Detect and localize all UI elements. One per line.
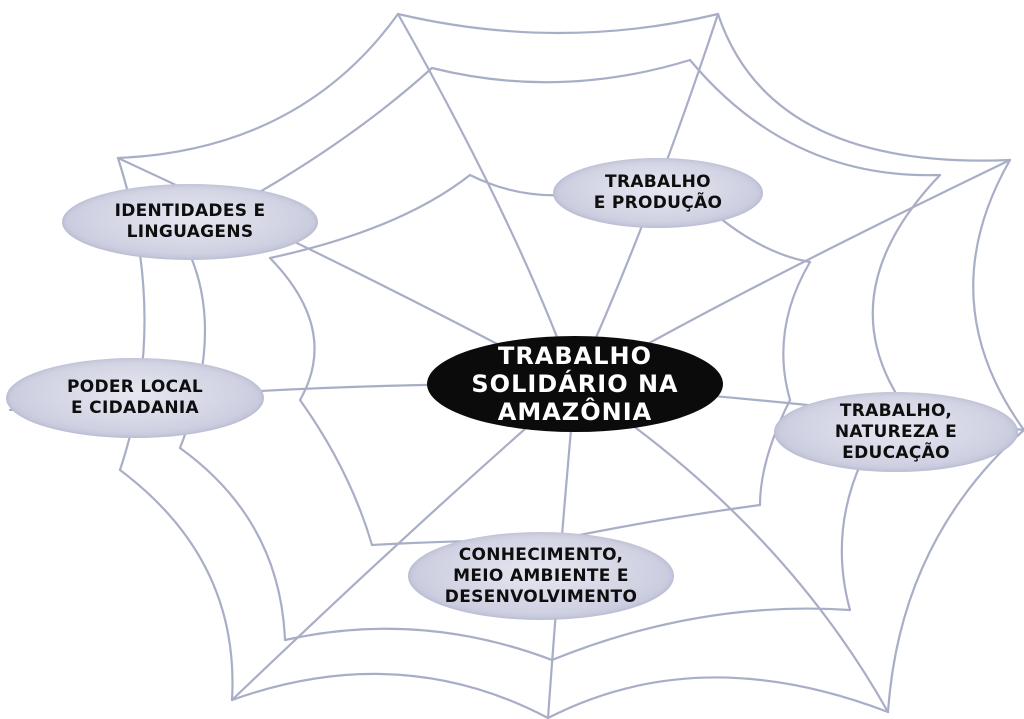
- web-ring-strand: [283, 627, 554, 662]
- web-ring-strand: [396, 12, 720, 35]
- center-node-label: TRABALHO SOLIDÁRIO NA AMAZÔNIA: [471, 342, 679, 426]
- web-ring-strand: [230, 672, 550, 719]
- web-ring-strand: [298, 398, 374, 547]
- web-ring-strand: [178, 446, 287, 642]
- web-ring-strand: [116, 12, 400, 160]
- center-node: TRABALHO SOLIDÁRIO NA AMAZÔNIA: [427, 336, 723, 432]
- node-trabalho-natureza-educacao: TRABALHO, NATUREZA E EDUCAÇÃO: [774, 392, 1018, 472]
- node-label-poder-local-cidadania: PODER LOCAL E CIDADANIA: [66, 377, 204, 418]
- web-ring-strand: [430, 58, 692, 84]
- web-ring-strand: [758, 398, 792, 507]
- web-radial-strand: [396, 12, 577, 387]
- web-ring-strand: [886, 428, 1024, 714]
- node-conhecimento-meio-ambiente: CONHECIMENTO, MEIO AMBIENTE E DESENVOLVI…: [408, 532, 674, 620]
- node-identidades-linguagens: IDENTIDADES E LINGUAGENS: [62, 184, 318, 260]
- node-poder-local-cidadania: PODER LOCAL E CIDADANIA: [6, 358, 264, 438]
- web-ring-strand: [550, 607, 852, 662]
- web-ring-strand: [546, 676, 890, 719]
- web-ring-strand: [688, 58, 942, 177]
- web-ring-strand: [268, 173, 472, 260]
- web-ring-strand: [871, 173, 942, 402]
- web-ring-strand: [782, 260, 812, 402]
- node-label-trabalho-producao: TRABALHO E PRODUÇÃO: [593, 172, 723, 213]
- node-label-conhecimento-meio-ambiente: CONHECIMENTO, MEIO AMBIENTE E DESENVOLVI…: [444, 544, 638, 607]
- web-ring-strand: [268, 256, 316, 402]
- web-ring-strand: [716, 12, 1012, 162]
- node-trabalho-producao: TRABALHO E PRODUÇÃO: [553, 158, 763, 228]
- node-label-identidades-linguagens: IDENTIDADES E LINGUAGENS: [114, 201, 266, 242]
- node-label-trabalho-natureza-educacao: TRABALHO, NATUREZA E EDUCAÇÃO: [834, 400, 958, 463]
- web-ring-strand: [118, 468, 234, 702]
- web-ring-strand: [972, 158, 1024, 432]
